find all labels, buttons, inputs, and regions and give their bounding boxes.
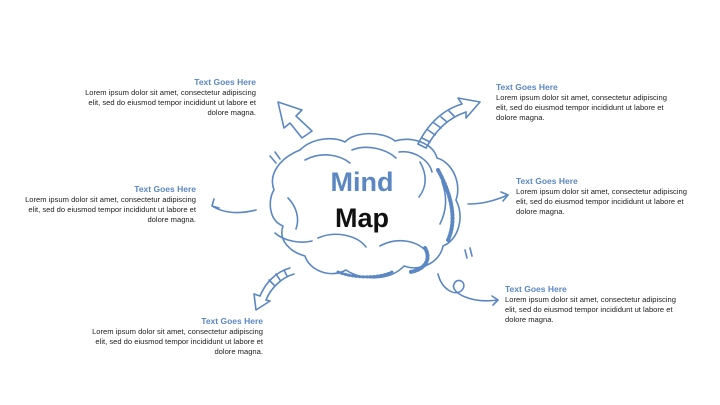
brain-sketch-icon (269, 132, 461, 279)
node-middle-right: Text Goes Here Lorem ipsum dolor sit ame… (516, 176, 720, 217)
arrow-left-icon (211, 198, 257, 214)
mind-title: Mind (330, 167, 394, 197)
node-heading: Text Goes Here (201, 316, 263, 326)
node-body: Lorem ipsum dolor sit amet, consectetur … (25, 195, 196, 224)
node-heading: Text Goes Here (134, 184, 196, 194)
arrow-right-icon (467, 191, 509, 205)
arrow-down-right-icon (437, 273, 499, 306)
node-heading: Text Goes Here (505, 284, 567, 294)
node-body: Lorem ipsum dolor sit amet, consectetur … (516, 187, 687, 216)
arrow-down-left-icon (253, 267, 295, 311)
node-body: Lorem ipsum dolor sit amet, consectetur … (92, 327, 263, 356)
node-top-left: Text Goes Here Lorem ipsum dolor sit ame… (6, 77, 256, 118)
arrow-up-left-icon (277, 101, 313, 139)
node-heading: Text Goes Here (496, 82, 558, 92)
node-bottom-right: Text Goes Here Lorem ipsum dolor sit ame… (505, 284, 720, 325)
node-top-right: Text Goes Here Lorem ipsum dolor sit ame… (496, 82, 720, 123)
arrow-up-right-icon (417, 97, 481, 149)
node-body: Lorem ipsum dolor sit amet, consectetur … (85, 88, 256, 117)
node-bottom-left: Text Goes Here Lorem ipsum dolor sit ame… (13, 316, 263, 357)
map-title: Map (335, 203, 389, 233)
doodle-marks (464, 247, 473, 259)
node-body: Lorem ipsum dolor sit amet, consectetur … (505, 295, 676, 324)
doodle-marks (269, 151, 281, 164)
node-body: Lorem ipsum dolor sit amet, consectetur … (496, 93, 667, 122)
node-heading: Text Goes Here (194, 77, 256, 87)
node-heading: Text Goes Here (516, 176, 578, 186)
node-middle-left: Text Goes Here Lorem ipsum dolor sit ame… (0, 184, 196, 225)
